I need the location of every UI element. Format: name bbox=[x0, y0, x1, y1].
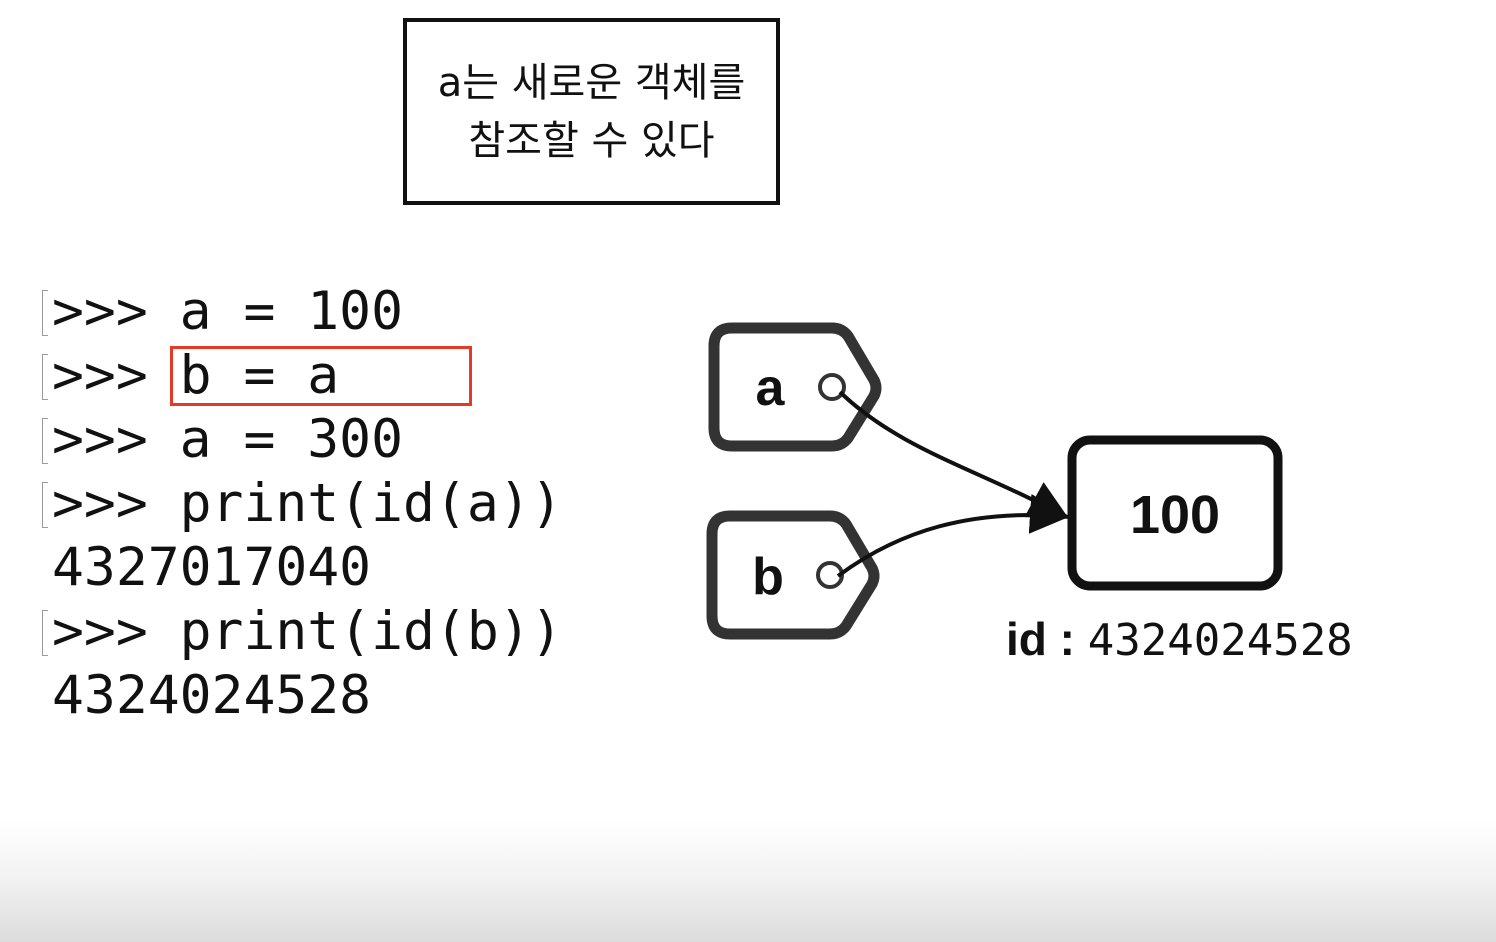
line-bracket-icon bbox=[42, 290, 48, 336]
tag-a-label: a bbox=[756, 359, 786, 417]
bottom-shadow bbox=[0, 820, 1496, 942]
repl-output-text: 4324024528 bbox=[52, 665, 372, 726]
tag-b-label: b bbox=[752, 548, 784, 606]
repl-output-text: 4327017040 bbox=[52, 537, 372, 598]
note-box: a는 새로운 객체를 참조할 수 있다 bbox=[403, 18, 780, 205]
line-bracket-icon bbox=[42, 418, 48, 464]
arrow-a-to-object bbox=[838, 390, 1070, 519]
repl-line-text: >>> a = 100 bbox=[52, 281, 403, 342]
note-line-2: 참조할 수 있다 bbox=[468, 117, 715, 164]
tag-hole-icon bbox=[818, 373, 846, 401]
note-line-1: a는 새로운 객체를 bbox=[437, 59, 746, 106]
tag-shape bbox=[706, 510, 880, 640]
repl-line-text: >>> a = 300 bbox=[52, 409, 403, 470]
line-bracket-icon bbox=[42, 354, 48, 400]
object-box: 100 bbox=[1067, 435, 1283, 591]
object-box-shape bbox=[1067, 435, 1283, 591]
object-id-caption: id : 4324024528 bbox=[1006, 612, 1353, 666]
repl-line-text: >>> print(id(a)) bbox=[52, 473, 563, 534]
repl-line-text: >>> print(id(b)) bbox=[52, 601, 563, 662]
line-bracket-icon bbox=[42, 610, 48, 656]
arrow-b-to-object bbox=[836, 493, 1070, 578]
line-bracket-icon bbox=[42, 482, 48, 528]
repl-line-text: >>> b = a bbox=[52, 345, 340, 406]
name-tag-b: b bbox=[706, 510, 880, 640]
tag-shape bbox=[708, 322, 882, 452]
object-value: 100 bbox=[1130, 485, 1220, 545]
id-key: id : bbox=[1006, 613, 1075, 665]
highlight-box bbox=[170, 346, 472, 406]
id-value: 4324024528 bbox=[1087, 615, 1353, 666]
name-tag-a: a bbox=[708, 322, 882, 452]
